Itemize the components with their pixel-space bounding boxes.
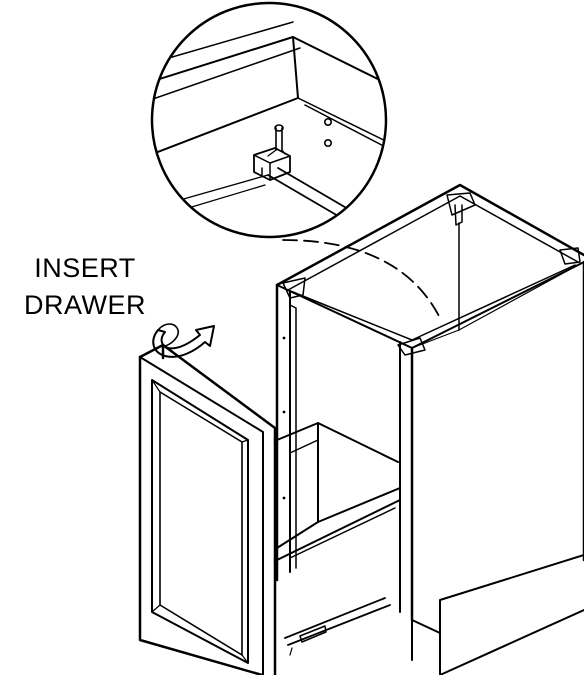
base-cabinet [275, 183, 584, 676]
corner-brace-back [446, 192, 476, 226]
corner-brace-front-left [282, 277, 306, 299]
drawer-box [276, 422, 401, 656]
drawer-slide [284, 597, 391, 656]
insert-arrow-icon [152, 323, 215, 358]
drawer-slide-clip-icon [253, 124, 291, 181]
detail-callout [150, 1, 388, 239]
instruction-line-2: DRAWER [24, 290, 146, 320]
instruction-line-1: INSERT [34, 253, 136, 283]
drawer-front-panel [138, 343, 277, 677]
hinge-hole [282, 336, 286, 340]
hinge-hole [282, 410, 286, 414]
hinge-hole [282, 496, 286, 500]
corner-brace-front-right [397, 337, 426, 356]
corner-brace-right [559, 247, 581, 265]
callout-leader [282, 239, 441, 319]
